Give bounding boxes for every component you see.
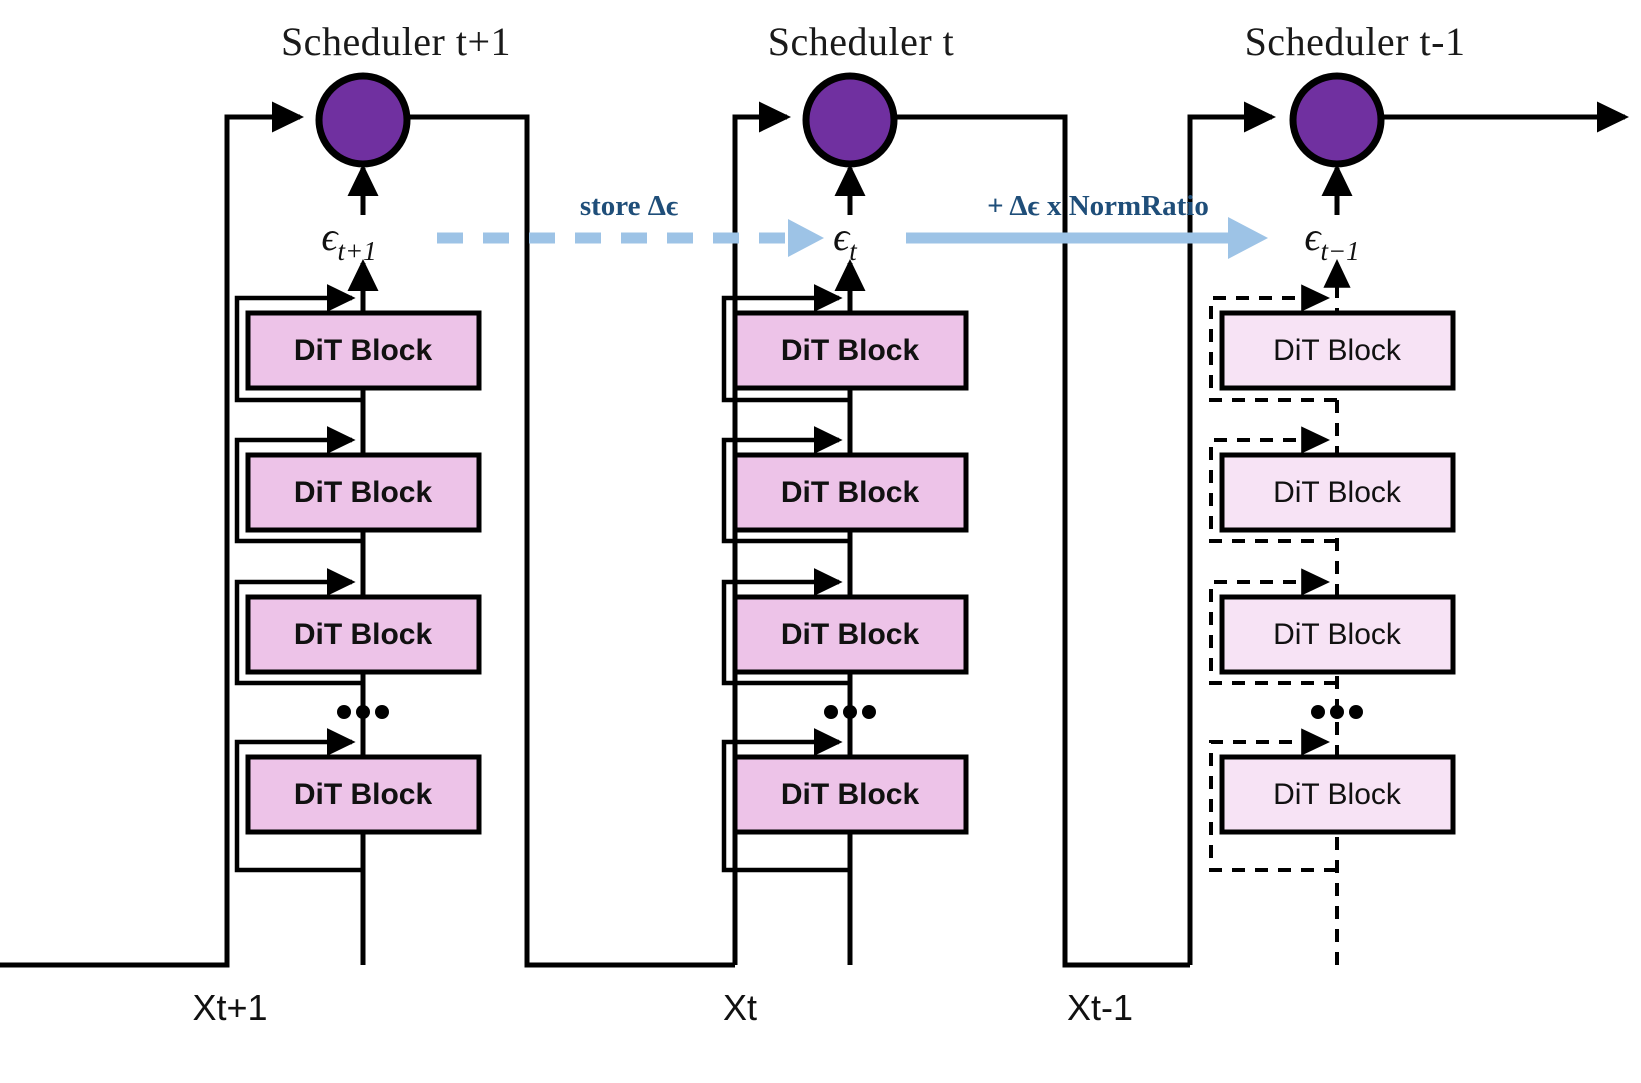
- skip-connection-1-t-plus-1: [234, 284, 363, 403]
- store-delta-epsilon-arrowhead: [788, 219, 824, 257]
- normratio-label: + Δϵ x NormRatio: [987, 190, 1209, 222]
- ellipsis-t: [824, 705, 876, 719]
- skip-connection-2-t-plus-1: [234, 426, 363, 544]
- dit-block-3-label-t: DiT Block: [781, 618, 920, 651]
- column-t-minus-1: DiT Block DiT Block DiT Block DiT Block …: [1067, 19, 1630, 1028]
- input-label-t-plus-1: Xt+1: [192, 987, 267, 1028]
- ellipsis-t-minus-1: [1311, 705, 1363, 719]
- dit-block-2-label-t-minus-1: DiT Block: [1273, 476, 1402, 509]
- scheduler-node-t[interactable]: [802, 72, 898, 168]
- store-delta-epsilon-label: store Δϵ: [580, 190, 678, 222]
- dit-block-3-label-t-minus-1: DiT Block: [1273, 618, 1402, 651]
- input-path-t-minus-1: [1187, 101, 1277, 965]
- dit-block-4-label-t-plus-1: DiT Block: [294, 778, 433, 811]
- scheduler-title-t-minus-1: Scheduler t-1: [1245, 19, 1466, 64]
- scheduler-node-t-plus-1[interactable]: [315, 72, 411, 168]
- dit-block-1-label-t-minus-1: DiT Block: [1273, 334, 1402, 367]
- skip-connection-3-t-minus-1: [1209, 568, 1337, 685]
- epsilon-symbol-t: ϵ: [833, 214, 851, 259]
- scheduler-output-path-t: [890, 114, 1190, 968]
- scheduler-output-path-t-plus-1: [402, 114, 735, 968]
- dit-block-3-t[interactable]: [732, 594, 969, 675]
- annotation-add-delta-epsilon-normratio: + Δϵ x NormRatio: [906, 190, 1268, 259]
- dit-block-1-label-t: DiT Block: [781, 334, 920, 367]
- dit-block-2-label-t: DiT Block: [781, 476, 920, 509]
- skip-connection-3-t-plus-1: [234, 568, 363, 686]
- scheduler-title-t: Scheduler t: [768, 19, 955, 64]
- dit-block-3-label-t-plus-1: DiT Block: [294, 618, 433, 651]
- dit-block-4-t[interactable]: [732, 754, 969, 835]
- input-label-t: Xt: [723, 987, 757, 1028]
- dit-block-2-label-t-plus-1: DiT Block: [294, 476, 433, 509]
- ellipsis-t-plus-1: [337, 705, 389, 719]
- input-path-t-plus-1: [0, 101, 305, 968]
- column-t: DiT Block DiT Block DiT Block DiT Block …: [721, 19, 1190, 1028]
- dit-block-1-t[interactable]: [732, 310, 969, 391]
- dit-block-4-label-t-minus-1: DiT Block: [1273, 778, 1402, 811]
- epsilon-subscript-t-minus-1: t−1: [1320, 236, 1359, 266]
- skip-connection-2-t: [721, 426, 850, 544]
- dit-block-3-t-minus-1[interactable]: [1219, 594, 1456, 675]
- epsilon-subscript-t: t: [849, 236, 858, 266]
- epsilon-label-t-plus-1: ϵt+1: [321, 214, 376, 266]
- dit-block-2-t-plus-1[interactable]: [245, 452, 482, 533]
- dit-block-1-label-t-plus-1: DiT Block: [294, 334, 433, 367]
- skip-connection-3-t: [721, 568, 850, 686]
- normratio-arrowhead: [1228, 217, 1268, 259]
- scheduler-node-t-minus-1[interactable]: [1289, 72, 1385, 168]
- skip-connection-4-t-plus-1: [234, 728, 363, 873]
- dit-block-4-t-plus-1[interactable]: [245, 754, 482, 835]
- dit-block-1-t-minus-1[interactable]: [1219, 310, 1456, 391]
- scheduler-title-t-plus-1: Scheduler t+1: [281, 19, 511, 64]
- skip-connection-1-t-minus-1: [1209, 284, 1337, 402]
- dit-block-1-t-plus-1[interactable]: [245, 310, 482, 391]
- dit-block-4-label-t: DiT Block: [781, 778, 920, 811]
- skip-connection-4-t: [721, 728, 850, 873]
- epsilon-label-t: ϵt: [833, 214, 858, 266]
- skip-connection-2-t-minus-1: [1209, 426, 1337, 543]
- dit-block-2-t[interactable]: [732, 452, 969, 533]
- epsilon-symbol-t-plus-1: ϵ: [321, 214, 339, 259]
- epsilon-subscript-t-plus-1: t+1: [337, 236, 376, 266]
- skip-connection-4-t-minus-1: [1209, 728, 1337, 872]
- dit-block-3-t-plus-1[interactable]: [245, 594, 482, 675]
- dit-block-4-t-minus-1[interactable]: [1219, 754, 1456, 835]
- annotation-store-delta-epsilon: store Δϵ: [437, 190, 824, 257]
- input-label-t-minus-1: Xt-1: [1067, 987, 1133, 1028]
- skip-connection-1-t: [721, 284, 850, 403]
- dit-block-2-t-minus-1[interactable]: [1219, 452, 1456, 533]
- epsilon-symbol-t-minus-1: ϵ: [1304, 214, 1322, 259]
- epsilon-label-t-minus-1: ϵt−1: [1304, 214, 1359, 266]
- column-t-plus-1: DiT Block DiT Block DiT Block DiT Block …: [0, 19, 735, 1028]
